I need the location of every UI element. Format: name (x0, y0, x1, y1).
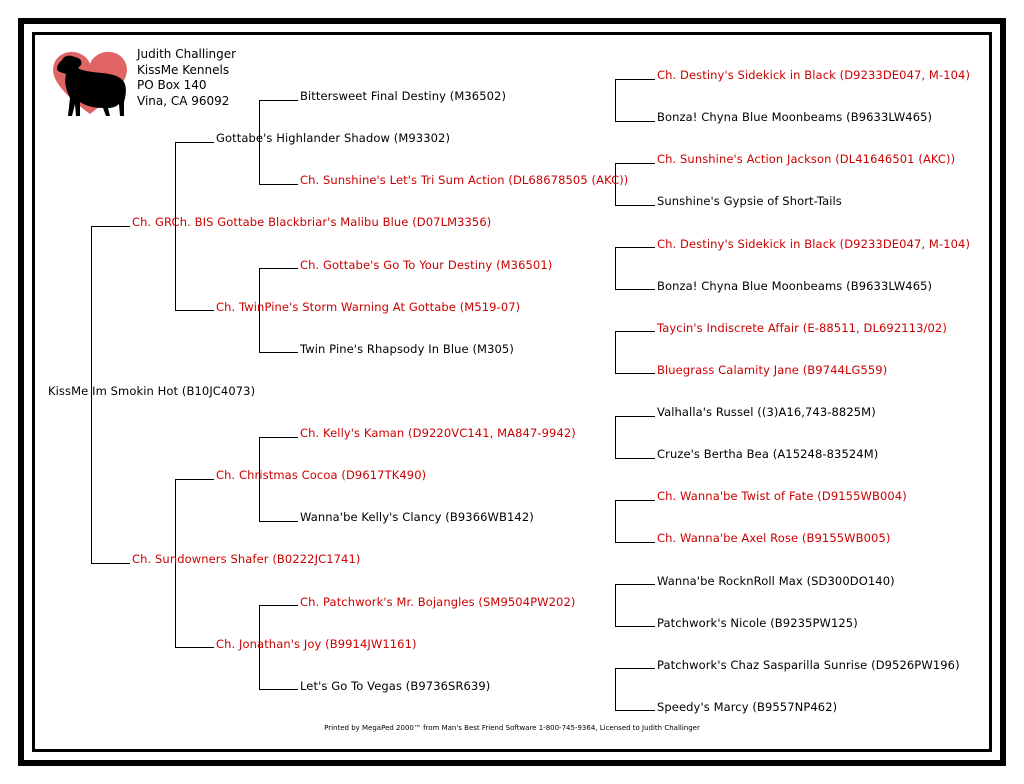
g-great-grandparent-name: Ch. Wanna'be Axel Rose (B9155WB005) (657, 531, 891, 546)
outer-border (18, 18, 1006, 766)
grandparent-name: Ch. Jonathan's Joy (B9914JW1161) (216, 636, 417, 651)
owner-address: PO Box 140 (137, 78, 207, 92)
owner-name: Judith Challinger (137, 47, 237, 61)
g-great-grandparent-name: Sunshine's Gypsie of Short-Tails (657, 194, 842, 209)
g-great-grandparent-name: Bonza! Chyna Blue Moonbeams (B9633LW465) (657, 278, 933, 293)
great-grandparent-name: Twin Pine's Rhapsody In Blue (M305) (300, 341, 514, 356)
great-grandparent-name: Wanna'be Kelly's Clancy (B9366WB142) (300, 510, 534, 525)
subject-name: KissMe Im Smokin Hot (B10JC4073) (48, 383, 256, 398)
g-great-grandparent-name: Ch. Destiny's Sidekick in Black (D9233DE… (657, 236, 971, 251)
inner-border (32, 32, 992, 752)
great-grandparent-name: Ch. Sunshine's Let's Tri Sum Action (DL6… (300, 173, 629, 188)
sire-dam-name: Ch. Sundowners Shafer (B0222JC1741) (132, 552, 361, 567)
owner-contact-block: Judith Challinger KissMe Kennels PO Box … (137, 47, 236, 109)
grandparent-name: Ch. Christmas Cocoa (D9617TK490) (216, 468, 427, 483)
great-grandparent-name: Bittersweet Final Destiny (M36502) (300, 89, 507, 104)
grandparent-name: Gottabe's Highlander Shadow (M93302) (216, 131, 451, 146)
g-great-grandparent-name: Bluegrass Calamity Jane (B9744LG559) (657, 362, 888, 377)
great-grandparent-name: Ch. Kelly's Kaman (D9220VC141, MA847-994… (300, 426, 576, 441)
great-grandparent-name: Ch. Gottabe's Go To Your Destiny (M36501… (300, 257, 553, 272)
grandparent-name: Ch. TwinPine's Storm Warning At Gottabe … (216, 299, 521, 314)
g-great-grandparent-name: Ch. Sunshine's Action Jackson (DL4164650… (657, 152, 956, 167)
g-great-grandparent-name: Cruze's Bertha Bea (A15248-83524M) (657, 447, 879, 462)
g-great-grandparent-name: Bonza! Chyna Blue Moonbeams (B9633LW465) (657, 110, 933, 125)
g-great-grandparent-name: Taycin's Indiscrete Affair (E-88511, DL6… (657, 320, 947, 335)
kennel-logo-icon (53, 51, 127, 116)
owner-city: Vina, CA 96092 (137, 93, 230, 108)
g-great-grandparent-name: Valhalla's Russel ((3)A16,743-8825M) (657, 405, 876, 420)
great-grandparent-name: Ch. Patchwork's Mr. Bojangles (SM9504PW2… (300, 594, 576, 609)
great-grandparent-name: Let's Go To Vegas (B9736SR639) (300, 678, 491, 693)
sire-dam-name: Ch. GRCh. BIS Gottabe Blackbriar's Malib… (132, 215, 492, 230)
g-great-grandparent-name: Wanna'be RocknRoll Max (SD300DO140) (657, 573, 895, 588)
g-great-grandparent-name: Patchwork's Nicole (B9235PW125) (657, 615, 858, 630)
footer-credit: Printed by MegaPed 2000™ from Man's Best… (324, 724, 700, 732)
g-great-grandparent-name: Ch. Wanna'be Twist of Fate (D9155WB004) (657, 489, 907, 504)
kennel-name: KissMe Kennels (137, 62, 230, 77)
g-great-grandparent-name: Speedy's Marcy (B9557NP462) (657, 699, 838, 714)
g-great-grandparent-name: Ch. Destiny's Sidekick in Black (D9233DE… (657, 68, 971, 82)
g-great-grandparent-name: Patchwork's Chaz Sasparilla Sunrise (D95… (657, 657, 960, 672)
